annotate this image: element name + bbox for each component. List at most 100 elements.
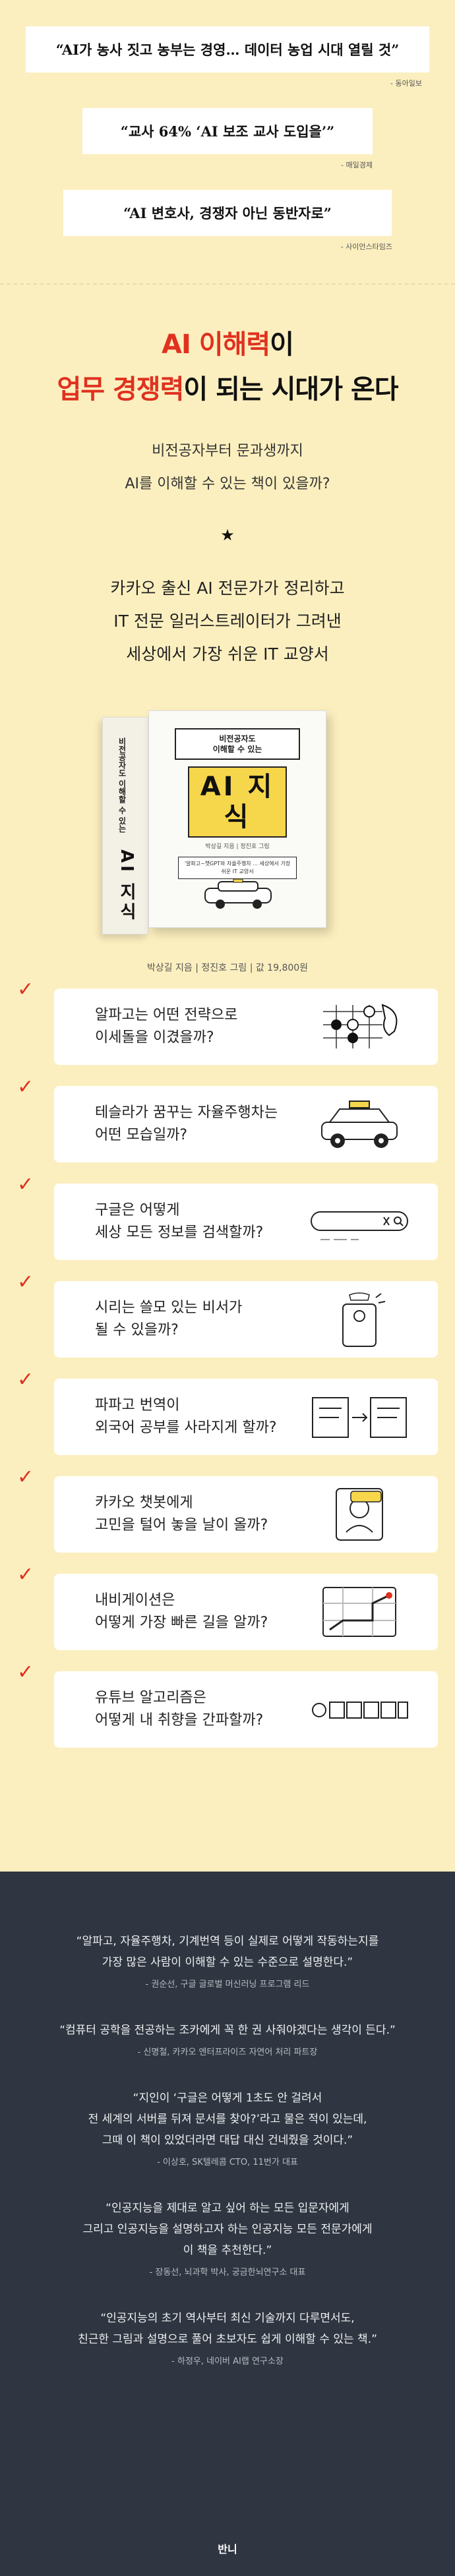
- review: “인공지능을 제대로 알고 싶어 하는 모든 입문자에게 그리고 인공지능을 설…: [0, 2198, 455, 2277]
- question-line: 이세돌을 이겼을까?: [95, 1029, 214, 1046]
- book-cover: 비전공자도 이해할 수 있는 AI 지식 비전공자도 이해할 수 있는 AI 지…: [0, 710, 455, 1000]
- news-quote-2: “교사 64% ‘AI 보조 교사 도입을’” - 매일경제: [0, 108, 455, 190]
- headline-text: 이: [270, 329, 294, 360]
- question-card: 구글은 어떻게 세상 모든 정보를 검색할까?: [54, 1184, 438, 1260]
- question-card: 내비게이션은 어떻게 가장 빠른 길을 알까?: [54, 1574, 438, 1650]
- book-spine-subtitle: 비전공자도 이해할 수 있는: [117, 737, 127, 833]
- question-line: 시리는 쓸모 있는 비서가: [95, 1300, 243, 1316]
- question-line: 어떤 모습일까?: [95, 1127, 188, 1143]
- book-spine: 비전공자도 이해할 수 있는 AI 지식: [102, 717, 148, 934]
- review-quote: “인공지능의 초기 역사부터 최신 기술까지 다루면서도, 친근한 그림과 설명…: [0, 2308, 455, 2350]
- sub-question-line: 비전공자부터 문과생까지: [152, 443, 303, 459]
- review-line: 그때 이 책이 있었더라면 대답 대신 건네줬을 것이다.”: [102, 2134, 353, 2147]
- review-line: 친근한 그림과 설명으로 풀어 초보자도 쉽게 이해할 수 있는 책.”: [78, 2333, 377, 2346]
- chatbot-icon: [310, 1486, 409, 1543]
- question-card-row: ✓ 시리는 쓸모 있는 비서가 될 수 있을까?: [0, 1268, 455, 1365]
- review-line: “알파고, 자율주행차, 기계번역 등이 실제로 어떻게 작동하는지를: [76, 1935, 379, 1948]
- news-quote-1: “AI가 농사 짓고 농부는 경영… 데이터 농업 시대 열릴 것” - 동아일…: [0, 26, 455, 108]
- question-card: 파파고 번역이 외국어 공부를 사라지게 할까?: [54, 1379, 438, 1455]
- question-line: 어떻게 내 취향을 간파할까?: [95, 1712, 264, 1729]
- question-card-row: ✓ 구글은 어떻게 세상 모든 정보를 검색할까?: [0, 1170, 455, 1268]
- check-mark-icon: ✓: [17, 1368, 34, 1391]
- review: “인공지능의 초기 역사부터 최신 기술까지 다루면서도, 친근한 그림과 설명…: [0, 2308, 455, 2366]
- search-bar-icon: [310, 1193, 409, 1250]
- question-cards: ✓ 알파고는 어떤 전략으로 이세돌을 이겼을까? ✓ 테슬라: [0, 975, 455, 1756]
- question-card: 시리는 쓸모 있는 비서가 될 수 있을까?: [54, 1281, 438, 1358]
- book-caption: 박상길 지음 | 정진호 그림 | 값 19,800원: [146, 963, 309, 973]
- sub-question: 비전공자부터 문과생까지 AI를 이해할 수 있는 책이 있을까?: [0, 435, 455, 501]
- sub-question-line: AI를 이해할 수 있는 책이 있을까?: [125, 476, 330, 492]
- news-quote-3: “AI 변호사, 경쟁자 아닌 동반자로” - 사이언스타임즈: [0, 190, 455, 272]
- question-card: 유튜브 알고리즘은 어떻게 내 취향을 간파할까?: [54, 1671, 438, 1748]
- review-line: 이 책을 추천한다.”: [183, 2244, 272, 2257]
- check-mark-icon: ✓: [17, 1075, 34, 1099]
- reviews-section: “알파고, 자율주행차, 기계번역 등이 실제로 어떻게 작동하는지를 가장 많…: [0, 1872, 455, 2576]
- review-quote: “지인이 ‘구글은 어떻게 1초도 안 걸려서 전 세계의 서버를 뒤져 문서를…: [0, 2088, 455, 2151]
- question-line: 내비게이션은: [95, 1592, 175, 1609]
- question-text: 시리는 쓸모 있는 비서가 될 수 있을까?: [95, 1297, 242, 1342]
- news-source: - 매일경제: [341, 161, 373, 169]
- book-author: 박상길 지음 | 정진호 그림: [205, 844, 270, 850]
- question-line: 고민을 털어 놓을 날이 올까?: [95, 1517, 268, 1533]
- question-line: 세상 모든 정보를 검색할까?: [95, 1224, 264, 1241]
- book-subtitle-box: 비전공자도 이해할 수 있는: [175, 728, 300, 760]
- question-line: 구글은 어떻게: [95, 1202, 180, 1218]
- news-source: - 동아일보: [390, 79, 422, 88]
- review-line: 전 세계의 서버를 뒤져 문서를 찾아?’라고 물은 적이 있는데,: [88, 2113, 367, 2126]
- review-line: “인공지능을 제대로 알고 싶어 하는 모든 입문자에게: [106, 2202, 349, 2215]
- review: “알파고, 자율주행차, 기계번역 등이 실제로 어떻게 작동하는지를 가장 많…: [0, 1931, 455, 1989]
- review-author: - 권순선, 구글 글로벌 머신러닝 프로그램 리드: [145, 1980, 310, 1989]
- headline-text: 이 되는 시대가 온다: [183, 374, 398, 405]
- book-subtitle: 이해할 수 있는: [212, 745, 262, 754]
- question-line: 될 수 있을까?: [95, 1322, 179, 1338]
- question-card: 카카오 챗봇에게 고민을 털어 놓을 날이 올까?: [54, 1476, 438, 1553]
- news-quote-text: “AI 변호사, 경쟁자 아닌 동반자로”: [63, 190, 392, 236]
- intro-line: 카카오 출신 AI 전문가가 정리하고: [110, 579, 345, 598]
- review-quote: “컴퓨터 공학을 전공하는 조카에게 꼭 한 권 사줘야겠다는 생각이 든다.”: [0, 2020, 455, 2041]
- car-illustration-icon: [204, 879, 272, 909]
- question-card: 알파고는 어떤 전략으로 이세돌을 이겼을까?: [54, 988, 438, 1065]
- translation-scroll-icon: [310, 1388, 409, 1445]
- news-quote-text: “AI가 농사 짓고 농부는 경영… 데이터 농업 시대 열릴 것”: [26, 26, 429, 72]
- question-line: 알파고는 어떤 전략으로: [95, 1007, 238, 1023]
- book-subtitle: 비전공자도: [219, 734, 256, 743]
- review-line: “컴퓨터 공학을 전공하는 조카에게 꼭 한 권 사줘야겠다는 생각이 든다.”: [59, 2024, 396, 2037]
- review: “지인이 ‘구글은 어떻게 1초도 안 걸려서 전 세계의 서버를 뒤져 문서를…: [0, 2088, 455, 2167]
- review-line: “지인이 ‘구글은 어떻게 1초도 안 걸려서: [133, 2092, 322, 2105]
- check-mark-icon: ✓: [17, 1271, 34, 1294]
- question-card-row: ✓ 알파고는 어떤 전략으로 이세돌을 이겼을까?: [0, 975, 455, 1073]
- question-line: 유튜브 알고리즘은: [95, 1690, 206, 1706]
- car-icon: [310, 1096, 409, 1153]
- video-grid-icon: [310, 1681, 409, 1738]
- review: “컴퓨터 공학을 전공하는 조카에게 꼭 한 권 사줘야겠다는 생각이 든다.”…: [0, 2020, 455, 2057]
- question-text: 테슬라가 꿈꾸는 자율주행차는 어떤 모습일까?: [95, 1102, 278, 1147]
- book-spine-title: AI 지식: [117, 849, 136, 923]
- question-line: 외국어 공부를 사라지게 할까?: [95, 1419, 277, 1436]
- news-quote-text: “교사 64% ‘AI 보조 교사 도입을’”: [82, 108, 373, 154]
- news-source: - 사이언스타임즈: [340, 243, 392, 251]
- book-front: 비전공자도 이해할 수 있는 AI 지식 박상길 지음 | 정진호 그림 '알파…: [148, 710, 326, 928]
- review-line: 그리고 인공지능을 설명하고자 하는 인공지능 모든 전문가에게: [82, 2223, 373, 2236]
- question-card: 테슬라가 꿈꾸는 자율주행차는 어떤 모습일까?: [54, 1086, 438, 1162]
- book-title: AI 지식: [188, 766, 287, 838]
- question-line: 어떻게 가장 빠른 길을 알까?: [95, 1615, 268, 1631]
- go-board-icon: [310, 998, 409, 1055]
- question-card-row: ✓ 유튜브 알고리즘은 어떻게 내 취향을 간파할까?: [0, 1658, 455, 1756]
- section-divider: [0, 283, 455, 297]
- headline-highlight: AI 이해력: [162, 329, 270, 360]
- intro-text: 카카오 출신 AI 전문가가 정리하고 IT 전문 일러스트레이터가 그려낸 세…: [0, 572, 455, 671]
- review-author: - 신명철, 카카오 엔터프라이즈 자연어 처리 파트장: [137, 2047, 318, 2057]
- check-mark-icon: ✓: [17, 1661, 34, 1684]
- check-mark-icon: ✓: [17, 1466, 34, 1489]
- question-card-row: ✓ 파파고 번역이 외국어 공부를 사라지게 할까?: [0, 1365, 455, 1463]
- question-text: 내비게이션은 어떻게 가장 빠른 길을 알까?: [95, 1589, 268, 1634]
- question-line: 카카오 챗봇에게: [95, 1495, 193, 1511]
- review-line: “인공지능의 초기 역사부터 최신 기술까지 다루면서도,: [100, 2312, 355, 2325]
- publisher-logo: 반니: [218, 2543, 237, 2556]
- review-author: - 이상호, SK텔레콤 CTO, 11번가 대표: [157, 2158, 298, 2167]
- question-line: 파파고 번역이: [95, 1397, 180, 1414]
- question-line: 테슬라가 꿈꾸는 자율주행차는: [95, 1104, 278, 1121]
- question-text: 구글은 어떻게 세상 모든 정보를 검색할까?: [95, 1199, 263, 1244]
- question-card-row: ✓ 테슬라가 꿈꾸는 자율주행차는 어떤 모습일까?: [0, 1073, 455, 1170]
- question-card-row: ✓ 카카오 챗봇에게 고민을 털어 놓을 날이 올까?: [0, 1463, 455, 1560]
